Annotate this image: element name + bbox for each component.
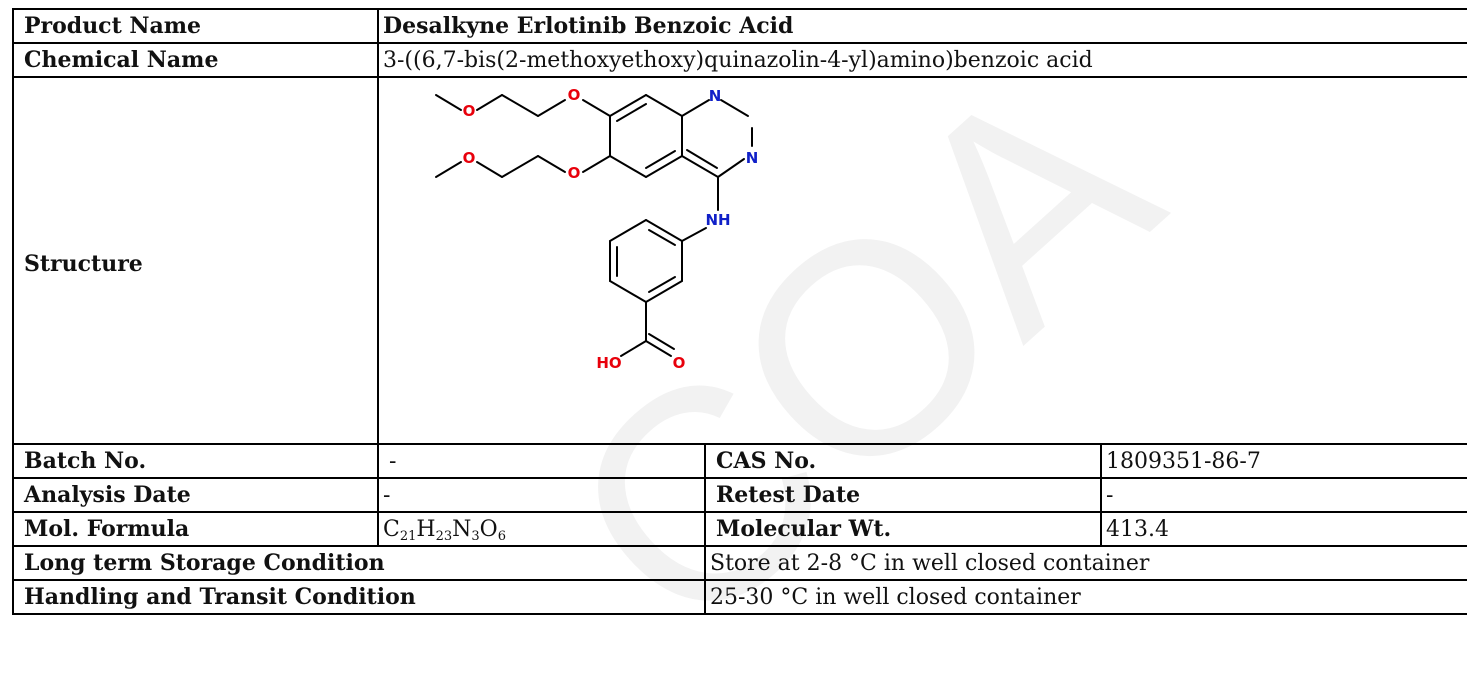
coa-table: Product Name Desalkyne Erlotinib Benzoic… (12, 8, 1467, 615)
formula-count: 23 (435, 528, 453, 544)
storage-value: Store at 2-8 °C in well closed container (703, 545, 1467, 581)
formula-element: O (479, 516, 498, 542)
chemical-name-value: 3-((6,7-bis(2-methoxyethoxy)quinazolin-4… (376, 42, 1467, 78)
atom-label: NH (705, 211, 730, 229)
row-analysis: Analysis Date - Retest Date - (12, 477, 1467, 513)
product-name-value: Desalkyne Erlotinib Benzoic Acid (376, 8, 1467, 44)
retest-date-value: - (1099, 477, 1467, 513)
formula-value: C21H23N3O6 (377, 511, 706, 547)
molecular-formula: C21H23N3O6 (383, 516, 506, 544)
row-product-name: Product Name Desalkyne Erlotinib Benzoic… (12, 8, 1467, 44)
molecular-weight-value: 413.4 (1099, 511, 1467, 547)
row-formula: Mol. Formula C21H23N3O6 Molecular Wt. 41… (12, 511, 1467, 547)
atom-label: O (568, 164, 581, 182)
batch-value: - (377, 443, 706, 479)
analysis-date-label: Analysis Date (12, 477, 379, 513)
atom-label: O (463, 102, 476, 120)
row-batch: Batch No. - CAS No. 1809351-86-7 (12, 443, 1467, 479)
chemical-structure-diagram: O O O O N N NH HO O (435, 86, 759, 372)
row-transit: Handling and Transit Condition 25-30 °C … (12, 579, 1467, 615)
formula-count: 3 (471, 528, 480, 544)
row-chemical-name: Chemical Name 3-((6,7-bis(2-methoxyethox… (12, 42, 1467, 78)
formula-count: 6 (497, 528, 506, 544)
formula-count: 21 (399, 528, 417, 544)
product-name-label: Product Name (12, 8, 379, 44)
formula-label: Mol. Formula (12, 511, 379, 547)
analysis-date-value: - (377, 477, 706, 513)
atom-label: O (568, 86, 581, 104)
structure-label: Structure (12, 76, 379, 445)
cas-label: CAS No. (704, 443, 1102, 479)
batch-label: Batch No. (12, 443, 379, 479)
storage-label: Long term Storage Condition (12, 545, 706, 581)
formula-element: N (452, 516, 472, 542)
chemical-name-label: Chemical Name (12, 42, 379, 78)
atom-label: O (463, 149, 476, 167)
atom-label: N (709, 87, 722, 105)
retest-date-label: Retest Date (704, 477, 1102, 513)
row-storage: Long term Storage Condition Store at 2-8… (12, 545, 1467, 581)
transit-label: Handling and Transit Condition (12, 579, 706, 615)
cas-value: 1809351-86-7 (1099, 443, 1467, 479)
row-structure: Structure (12, 76, 1467, 445)
formula-element: H (416, 516, 436, 542)
transit-value: 25-30 °C in well closed container (703, 579, 1467, 615)
formula-element: C (383, 516, 400, 542)
atom-label: O (673, 354, 686, 372)
structure-cell: O O O O N N NH HO O (376, 76, 1467, 445)
atom-label: N (746, 149, 759, 167)
molecular-weight-label: Molecular Wt. (704, 511, 1102, 547)
atom-label: HO (596, 354, 621, 372)
